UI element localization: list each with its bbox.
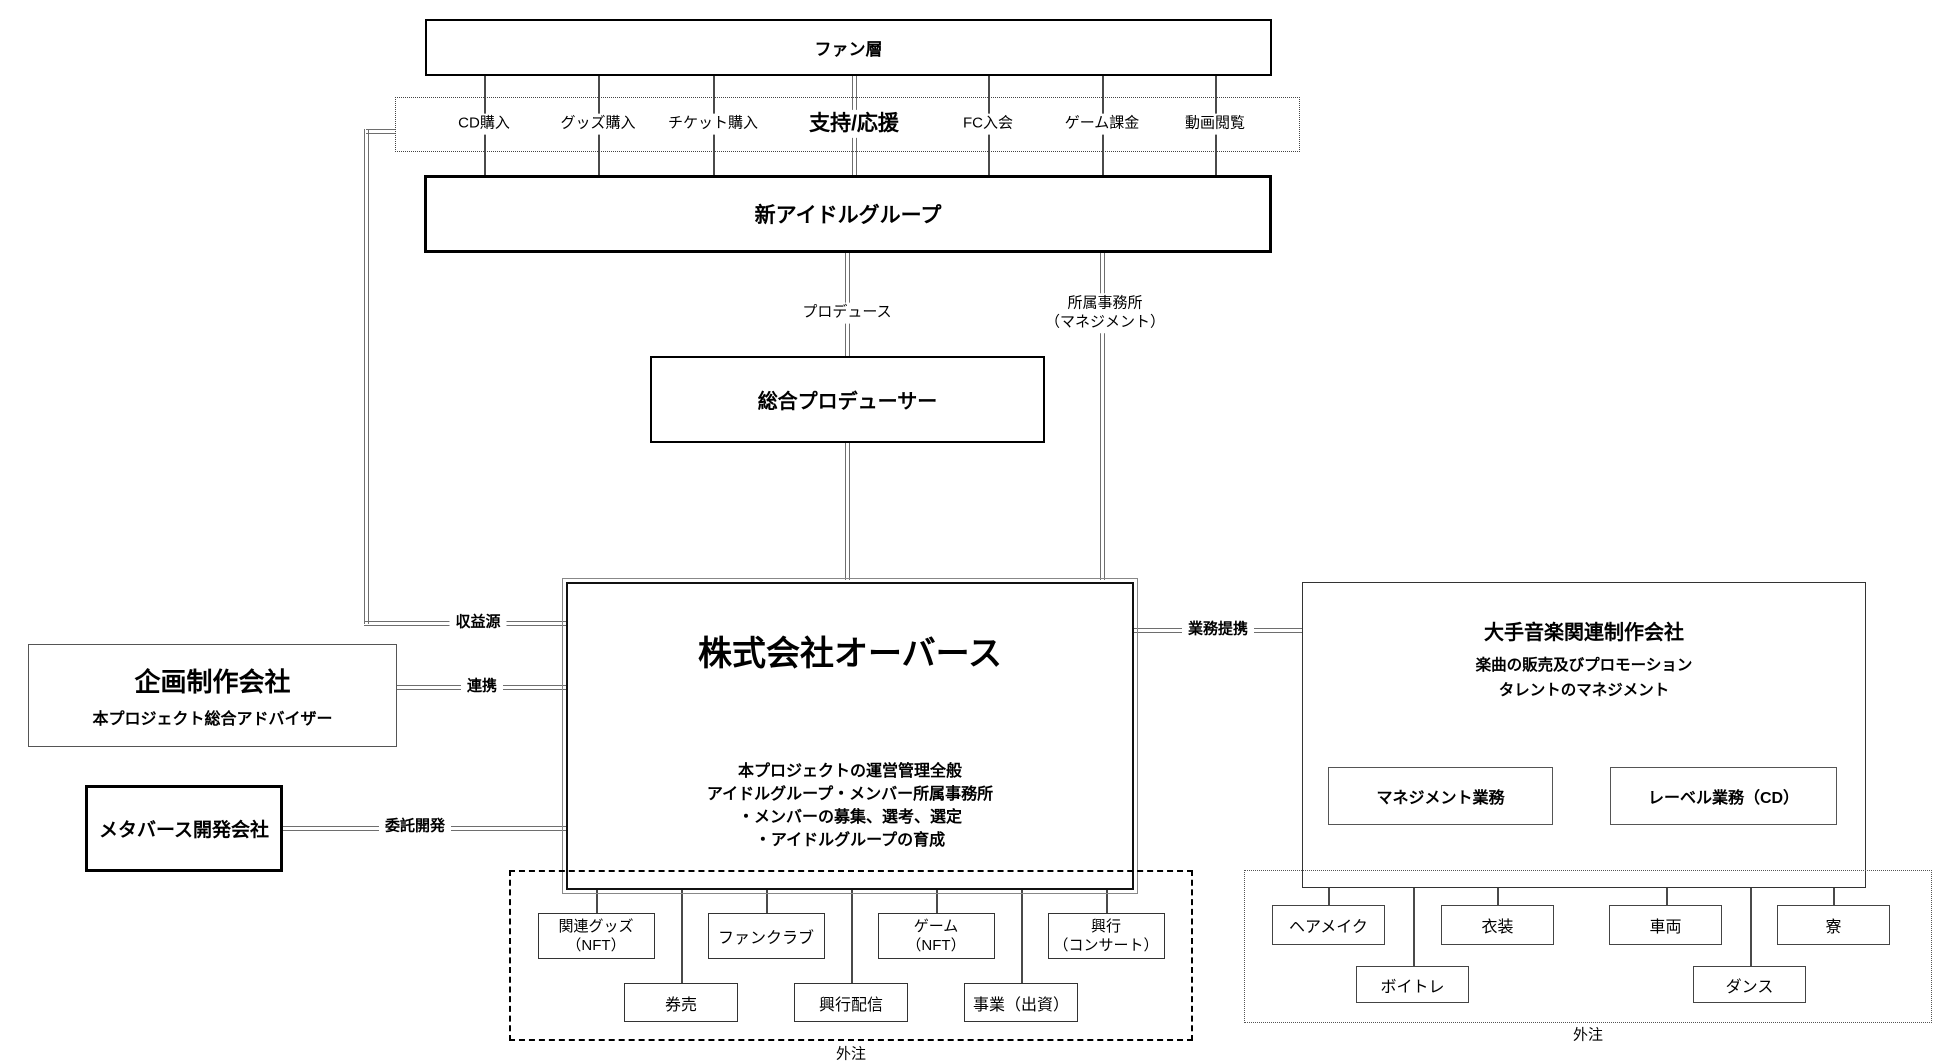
music-company-box: 大手音楽関連制作会社 楽曲の販売及びプロモーション タレントのマネジメント (1302, 582, 1866, 888)
hairmake-box: ヘアメイク (1272, 905, 1385, 945)
strip-label-fc: FC入会 (957, 113, 1019, 135)
drop-ticketing (681, 890, 683, 983)
drop-vehicle (1666, 888, 1668, 905)
goods-nft-box: 関連グッズ （NFT） (537, 913, 655, 959)
music-company-title: 大手音楽関連制作会社 (1484, 622, 1684, 644)
connector-agency (1099, 253, 1105, 580)
strip-label-goods: グッズ購入 (554, 113, 642, 135)
outsourcing-dashed-frame (509, 870, 1193, 1041)
strip-label-cd: CD購入 (452, 113, 516, 135)
drop-goods-nft (596, 890, 598, 913)
drop-dance (1750, 888, 1752, 966)
strip-label-game: ゲーム課金 (1058, 113, 1146, 135)
producer-box: 総合プロデューサー (650, 356, 1045, 443)
record-label-box: レーベル業務（CD） (1610, 767, 1837, 825)
overse-company-description: 本プロジェクトの運営管理全般 アイドルグループ・メンバー所属事務所 ・メンバーの… (706, 763, 994, 849)
drop-business (1021, 890, 1023, 983)
game-nft-box: ゲーム （NFT） (877, 913, 995, 959)
strip-label-ticket: チケット購入 (661, 113, 765, 135)
strip-label-video: 動画閲覧 (1178, 113, 1252, 135)
business-investment-box: 事業（出資） (964, 983, 1078, 1022)
idol-group-box: 新アイドルグループ (424, 175, 1272, 253)
drop-concert (1106, 890, 1108, 913)
outsourcing-dotted-frame (1244, 870, 1932, 1023)
vehicle-box: 車両 (1609, 905, 1722, 945)
revenue-label: 収益源 (449, 612, 507, 634)
streaming-box: 興行配信 (794, 983, 908, 1022)
strip-label-support: 支持/応援 (803, 109, 905, 139)
drop-game-nft (936, 890, 938, 913)
metaverse-company-box: メタバース開発会社 (85, 785, 283, 872)
produce-label: プロデュース (796, 302, 898, 324)
connector-revenue-vertical (363, 129, 369, 624)
fanclub-box: ファンクラブ (707, 913, 825, 959)
drop-fanclub (766, 890, 768, 913)
voice-training-box: ボイトレ (1356, 966, 1469, 1003)
overse-company-name: 株式会社オーバース (698, 635, 1002, 673)
dance-box: ダンス (1693, 966, 1806, 1003)
management-ops-box: マネジメント業務 (1328, 767, 1553, 825)
connector-produce-lower (844, 443, 850, 580)
fan-actions-strip (395, 97, 1300, 152)
collaboration-label: 連携 (460, 676, 504, 698)
drop-hairmake (1328, 888, 1330, 905)
outsourcing-label-right: 外注 (1566, 1025, 1610, 1047)
agency-label: 所属事務所 （マネジメント） (1038, 293, 1172, 333)
drop-streaming (851, 890, 853, 983)
ticketing-box: 券売 (624, 983, 738, 1022)
music-company-description: 楽曲の販売及びプロモーション タレントのマネジメント (1475, 657, 1693, 699)
fan-layer-box: ファン層 (425, 19, 1272, 76)
outsourcing-label-center: 外注 (829, 1044, 873, 1063)
drop-costume (1497, 888, 1499, 905)
planning-company-subtitle: 本プロジェクト総合アドバイザー (92, 711, 333, 728)
dormitory-box: 寮 (1777, 905, 1890, 945)
outsourced-dev-label: 委託開発 (378, 816, 452, 838)
concert-box: 興行 （コンサート） (1047, 913, 1165, 959)
partnership-label: 業務提携 (1181, 619, 1255, 641)
drop-dorm (1833, 888, 1835, 905)
planning-company-title: 企画制作会社 (134, 667, 291, 697)
connector-revenue-stub (366, 129, 395, 134)
costume-box: 衣装 (1441, 905, 1554, 945)
drop-voicetraining (1413, 888, 1415, 966)
overse-company-box: 株式会社オーバース 本プロジェクトの運営管理全般 アイドルグループ・メンバー所属… (562, 578, 1138, 894)
planning-company-box: 企画制作会社 本プロジェクト総合アドバイザー (28, 644, 397, 747)
